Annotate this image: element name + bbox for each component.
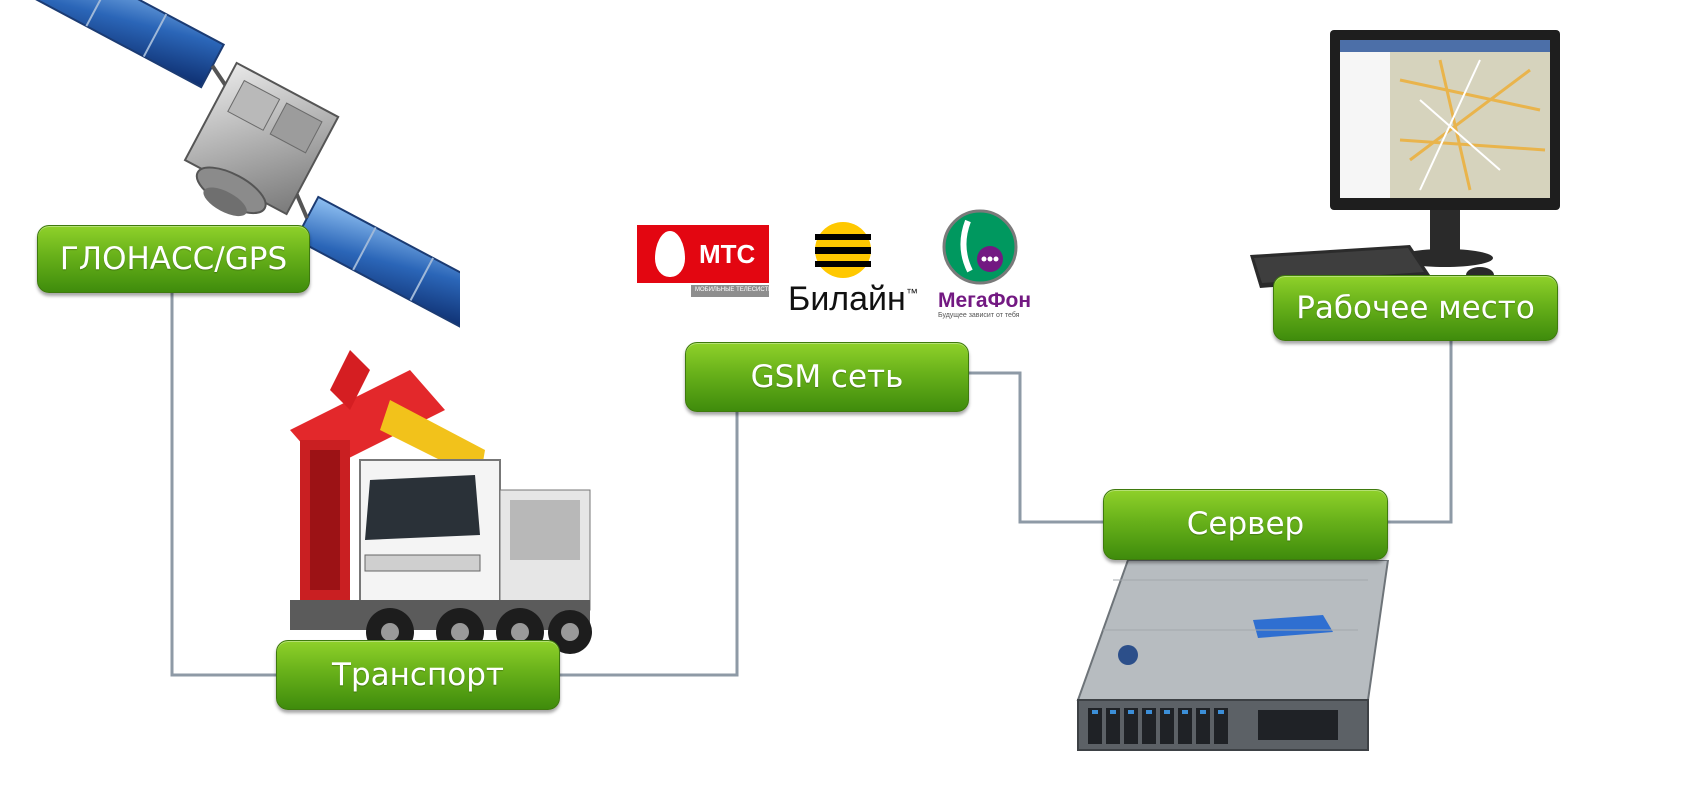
node-workstation: Рабочее место (1273, 275, 1558, 341)
megafon-tagline: Будущее зависит от тебя (938, 312, 1020, 319)
connector-server-workstation (1385, 338, 1453, 524)
beeline-trademark: ™ (906, 286, 918, 300)
connector-glonass-transport (170, 290, 280, 677)
satellite-image (27, 0, 460, 330)
beeline-mark (815, 222, 871, 278)
beeline-name: Билайн (788, 280, 906, 318)
mts-name: МТС (699, 239, 756, 269)
rack-server-image (1076, 560, 1390, 751)
mts-logo: МТС МОБИЛЬНЫЕ ТЕЛЕСИСТЕМЫ (637, 225, 782, 300)
mts-tagline: МОБИЛЬНЫЕ ТЕЛЕСИСТЕМЫ (695, 287, 783, 293)
megafon-mark (942, 209, 1018, 285)
connector-transport-gsm (560, 410, 739, 677)
crane-truck-image (290, 350, 592, 656)
beeline-logo: Билайн ™ (788, 220, 928, 320)
node-gsm-network: GSM сеть (685, 342, 969, 412)
node-server: Сервер (1103, 489, 1388, 560)
megafon-logo: МегаФон Будущее зависит от тебя (935, 207, 1045, 322)
node-glonass-gps: ГЛОНАСС/GPS (37, 225, 310, 293)
node-transport: Транспорт (276, 640, 560, 710)
desktop-computer-image (1250, 30, 1560, 288)
connector-gsm-server (966, 371, 1105, 524)
mts-tagline-bar (691, 285, 769, 297)
megafon-name: МегаФон (938, 289, 1032, 312)
